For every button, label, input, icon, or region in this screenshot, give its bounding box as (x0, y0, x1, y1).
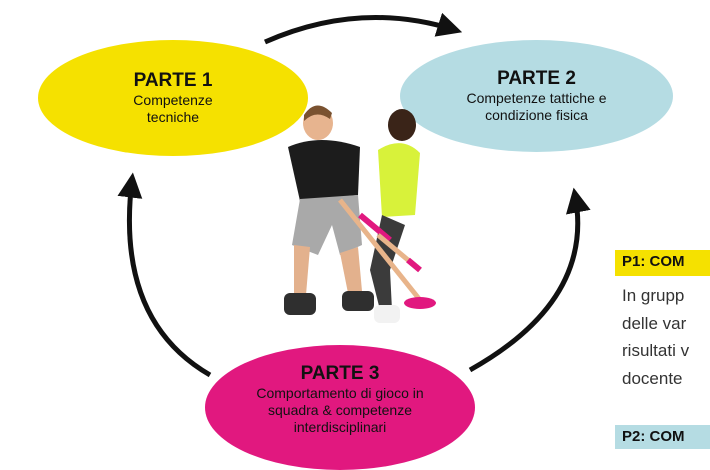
part-3-title: PARTE 3 (300, 363, 380, 384)
arrow-part2-to-part3 (468, 187, 591, 373)
part-1-ellipse: PARTE 1 Competenze tecniche (38, 40, 308, 156)
body-line: docente (622, 368, 683, 388)
arrow-part1-to-part2 (263, 12, 463, 45)
floorball-players-photo (284, 105, 436, 323)
section-heading-p2: P2: COM (615, 425, 710, 449)
arrow-part3-to-part1 (117, 172, 212, 378)
part-3-ellipse: PARTE 3 Comportamento di gioco in squadr… (205, 345, 475, 470)
part-2-title: PARTE 2 (497, 68, 576, 89)
body-line: In grupp (622, 286, 685, 305)
part-3-description: Comportamento di gioco in squadra & comp… (256, 385, 424, 435)
part-2-description: Competenze tattiche e condizione fisica (466, 90, 607, 123)
body-line: delle var (622, 313, 687, 333)
part-1-description: Competenze tecniche (133, 92, 213, 125)
section-body-p1: In grupp delle var risultati v docente (622, 282, 710, 392)
section-heading-p1: P1: COM (615, 250, 710, 276)
body-line: risultati v (622, 341, 690, 360)
part-2-ellipse: PARTE 2 Competenze tattiche e condizione… (400, 40, 673, 152)
part-1-title: PARTE 1 (133, 70, 213, 91)
